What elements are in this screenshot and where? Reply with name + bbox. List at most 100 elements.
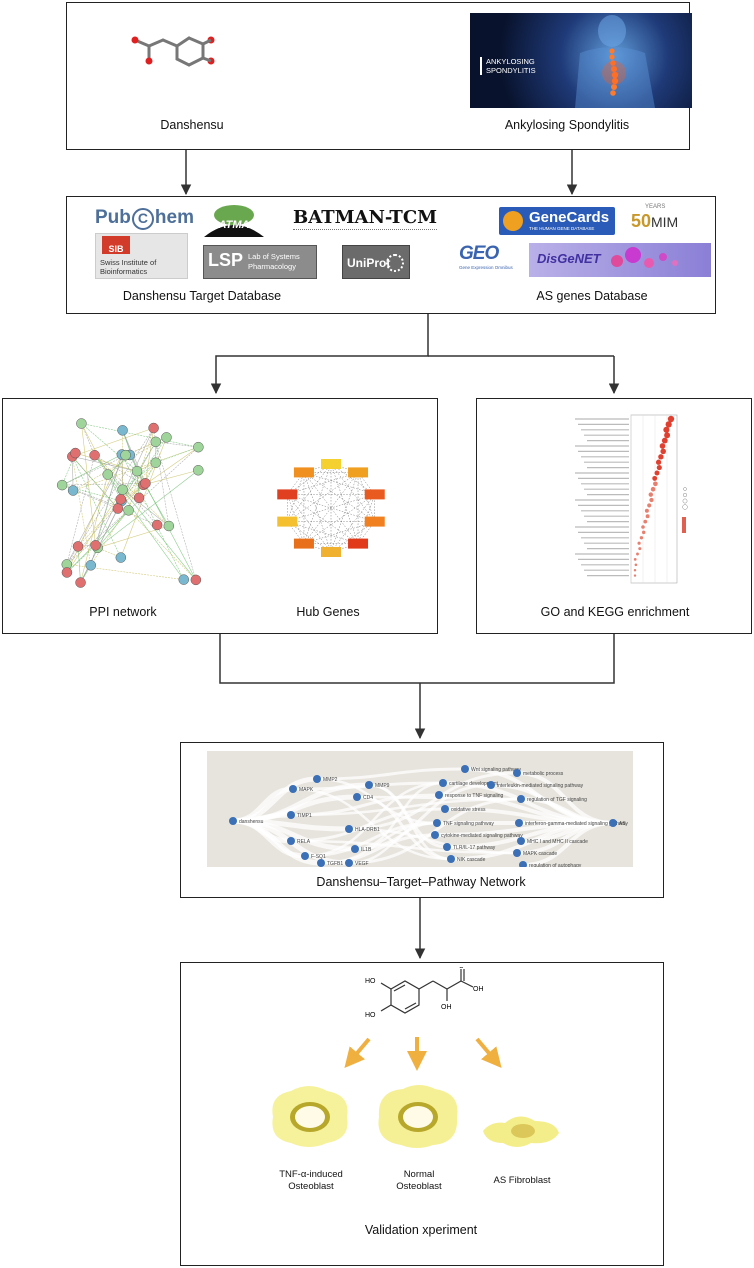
ppi-node (133, 492, 145, 504)
mol-ho-1: HO (365, 978, 376, 985)
network-target-node-label: TGFB1 (327, 861, 343, 867)
go-term-point (667, 415, 675, 423)
hub-gene-node (277, 489, 298, 500)
network-pathway-node (447, 855, 455, 863)
mol-oh-3: OH (441, 1004, 452, 1011)
network-pathway-node-label: interleukin-mediated signaling pathway (497, 783, 584, 789)
hub-gene-node (293, 467, 314, 478)
network-target-node-label: VEGF (355, 861, 369, 867)
network-target-node (365, 781, 373, 789)
ppi-node (75, 577, 86, 588)
go-term-point (637, 541, 641, 545)
network-target-node-label: MMP2 (323, 777, 338, 783)
danshensu-3d-molecule (131, 36, 215, 67)
hub-gene-node (277, 516, 298, 527)
mol-cooh: OH (473, 986, 484, 993)
go-axes (630, 414, 678, 584)
network-target-node-label: IL1B (361, 847, 372, 853)
network-link (356, 795, 452, 861)
hub-gene-node (321, 459, 341, 469)
lsp-logo: LSP Lab of Systems Pharmacology (203, 245, 317, 279)
danshensu-target-database-label: Danshensu Target Database (122, 289, 282, 303)
go-legend (682, 487, 688, 533)
network-target-node-label: RELA (297, 839, 311, 845)
tnf-osteoblast-label: TNF-α-induced Osteoblast (279, 1169, 343, 1192)
validation-box: HO HO OH OH O TNF-α-induced Osteoblast N… (180, 962, 664, 1266)
go-term-point (652, 475, 658, 481)
go-term-point (654, 470, 660, 476)
as-banner-text: ANKYLOSING SPONDYLITIS (480, 57, 536, 75)
normal-osteoblast-label: Normal Osteoblast (396, 1169, 442, 1192)
go-term-point (660, 448, 666, 455)
network-pathway-node-label: response to TNF signaling (445, 793, 503, 799)
ppi-node (163, 520, 175, 532)
network-link (316, 767, 466, 781)
ppi-node (117, 425, 128, 436)
go-term-point (641, 525, 645, 529)
network-pathway-node (517, 795, 525, 803)
go-term-point (661, 437, 668, 444)
ppi-node (67, 485, 79, 496)
network-target-node (345, 859, 353, 867)
go-term-point (643, 519, 648, 524)
network-pathway-node-label: MAPK cascade (523, 851, 557, 857)
hub-gene-node (364, 516, 385, 527)
go-term-point (644, 508, 649, 513)
network-link (348, 821, 438, 865)
network-pathway-node-label: cartilage development (449, 781, 499, 787)
go-term-point (648, 492, 654, 497)
ppi-node (131, 465, 143, 477)
go-term-point (655, 459, 662, 465)
go-kegg-bubble-plot (575, 414, 688, 584)
network-link (354, 783, 492, 851)
go-term-point (633, 568, 637, 572)
ppi-node (89, 449, 100, 461)
ppi-node (178, 574, 190, 585)
go-term-point (647, 503, 652, 508)
ppi-node (148, 422, 159, 434)
network-drug-node (229, 817, 237, 825)
batman-logo: BATMAN (200, 203, 268, 239)
network-pathway-node-label: MHC I and MHC II cascade (527, 839, 588, 845)
go-term-point (639, 536, 644, 540)
go-term-point (641, 530, 646, 535)
go-term-point (653, 481, 658, 487)
network-target-node (289, 785, 297, 793)
network-pathway-node (435, 791, 443, 799)
network-target-node-label: MAPK (299, 787, 314, 793)
as-fibroblast-label: AS Fibroblast (493, 1175, 551, 1186)
ppi-node (161, 432, 172, 443)
cell-normal-osteoblast (378, 1085, 458, 1148)
ppi-node (70, 447, 81, 459)
hub-gene-node (364, 489, 385, 500)
go-term-point (659, 443, 666, 449)
ppi-node (56, 479, 68, 491)
ppi-network-graph (56, 418, 204, 588)
go-term-point (650, 486, 656, 492)
go-term-point (658, 454, 664, 460)
ppi-node (117, 484, 128, 495)
network-pathway-node (513, 849, 521, 857)
mol-ho-2: HO (365, 1012, 376, 1019)
network-target-node (353, 793, 361, 801)
hub-genes-label: Hub Genes (296, 605, 360, 619)
ppi-node (76, 418, 87, 429)
network-pathway-node (439, 779, 447, 787)
network-label: Danshensu–Target–Pathway Network (316, 875, 526, 889)
input-box: Danshensu ANKYLOSING SPONDYLITIS Ankylos… (66, 2, 692, 150)
network-pathway-node (487, 781, 495, 789)
go-kegg-label: GO and KEGG enrichment (540, 605, 690, 619)
hub-gene-node (293, 538, 314, 549)
go-term-point (649, 497, 654, 503)
hub-gene-node (321, 547, 341, 557)
network-target-node (351, 845, 359, 853)
geo-logo: GEO Gene Expression Omnibus (459, 243, 513, 270)
network-disease-node (609, 819, 617, 827)
connector-db-split (210, 313, 429, 395)
cell-as-fibroblast (483, 1116, 559, 1147)
network-target-node (287, 837, 295, 845)
network-link (304, 781, 444, 858)
